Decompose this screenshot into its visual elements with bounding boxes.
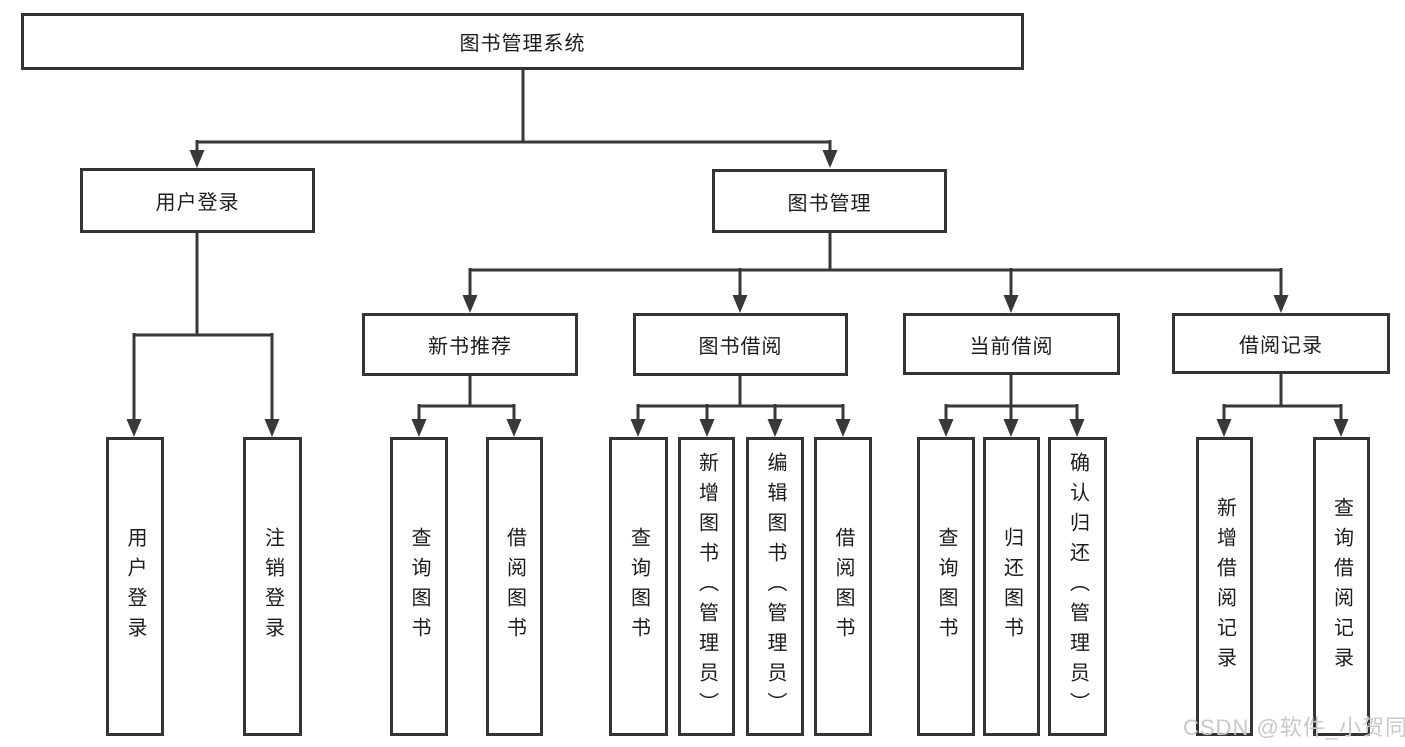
node-book-borrow: 图书借阅 bbox=[633, 313, 848, 376]
leaf-label: 查询图书 bbox=[627, 526, 650, 647]
leaf-confirm-return-admin: 确认归还（管理员） bbox=[1048, 437, 1107, 736]
leaf-label: 借阅图书 bbox=[503, 526, 526, 647]
leaf-user-login: 用户登录 bbox=[106, 437, 164, 736]
leaf-return-books: 归还图书 bbox=[983, 437, 1040, 736]
leaf-query-borrow-record: 查询借阅记录 bbox=[1313, 437, 1370, 736]
leaf-borrow-books-recommend: 借阅图书 bbox=[486, 437, 543, 736]
node-book-management: 图书管理 bbox=[712, 169, 947, 233]
leaf-label: 查询图书 bbox=[935, 526, 957, 647]
node-user-login: 用户登录 bbox=[80, 168, 315, 233]
leaf-label: 用户登录 bbox=[124, 526, 146, 647]
leaf-edit-books-admin: 编辑图书（管理员） bbox=[746, 437, 804, 736]
node-label: 借阅记录 bbox=[1239, 335, 1323, 357]
leaf-label: 确认归还（管理员） bbox=[1066, 451, 1089, 722]
node-label: 图书管理 bbox=[787, 192, 872, 215]
node-label: 图书借阅 bbox=[698, 336, 783, 358]
node-root-library-system: 图书管理系统 bbox=[21, 13, 1024, 70]
node-current-borrow: 当前借阅 bbox=[903, 313, 1120, 375]
leaf-add-borrow-record: 新增借阅记录 bbox=[1196, 437, 1253, 736]
leaf-label: 新增图书（管理员） bbox=[695, 451, 718, 722]
leaf-label: 查询图书 bbox=[408, 526, 430, 647]
leaf-query-books-current: 查询图书 bbox=[917, 437, 975, 736]
leaf-label: 借阅图书 bbox=[832, 526, 854, 647]
leaf-query-books-borrow: 查询图书 bbox=[609, 437, 668, 736]
leaf-label: 注销登录 bbox=[261, 526, 284, 647]
leaf-borrow-books: 借阅图书 bbox=[814, 437, 872, 736]
leaf-label: 新增借阅记录 bbox=[1213, 496, 1236, 677]
watermark-text: CSDN @软件_小贺同学 bbox=[1183, 715, 1405, 740]
leaf-add-books-admin: 新增图书（管理员） bbox=[678, 437, 735, 736]
leaf-label: 查询借阅记录 bbox=[1330, 496, 1353, 677]
node-borrow-records: 借阅记录 bbox=[1172, 313, 1390, 374]
leaf-query-books-recommend: 查询图书 bbox=[390, 437, 448, 736]
node-new-book-recommend: 新书推荐 bbox=[362, 313, 578, 376]
leaf-label: 归还图书 bbox=[1000, 526, 1023, 647]
leaf-logout-login: 注销登录 bbox=[243, 437, 302, 736]
node-label: 当前借阅 bbox=[969, 335, 1054, 358]
node-label: 新书推荐 bbox=[428, 336, 512, 358]
leaf-label: 编辑图书（管理员） bbox=[764, 451, 786, 722]
node-label: 用户登录 bbox=[155, 192, 240, 214]
node-label: 图书管理系统 bbox=[459, 33, 586, 55]
